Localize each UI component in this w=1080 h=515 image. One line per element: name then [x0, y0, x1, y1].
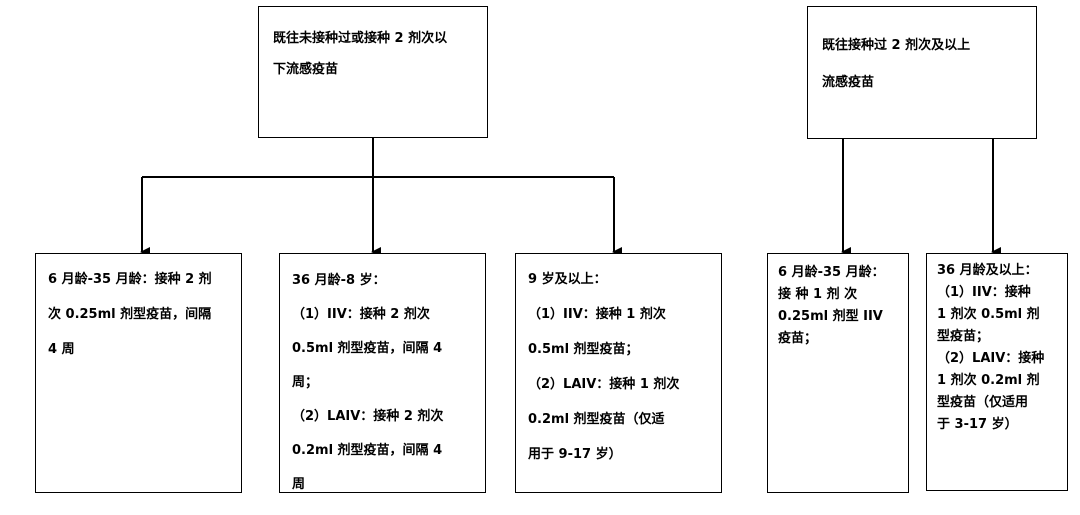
- box-text-line: 下流感疫苗: [273, 62, 339, 77]
- box-36-months-and-above: 36 月龄及以上： （1）IIV：接种 1 剂次 0.5ml 剂 型疫苗； （2…: [926, 253, 1068, 491]
- box-text-line: （2）LAIV：接种 2 剂次: [292, 409, 444, 424]
- box-text-line: 1 剂次 0.5ml 剂: [937, 307, 1040, 322]
- box-text-line: 1 剂次 0.2ml 剂: [937, 373, 1040, 388]
- box-text-line: 疫苗；: [778, 331, 818, 346]
- box-9-years-and-above: 9 岁及以上： （1）IIV：接种 1 剂次 0.5ml 剂型疫苗； （2）LA…: [515, 253, 722, 493]
- box-text-line: 9 岁及以上：: [528, 272, 607, 287]
- box-text-line: 0.2ml 剂型疫苗（仅适: [528, 412, 665, 427]
- box-text-line: （1）IIV：接种 1 剂次: [528, 307, 666, 322]
- box-no-prior-vaccination: 既往未接种过或接种 2 剂次以 下流感疫苗: [258, 6, 488, 138]
- box-text-line: （2）LAIV：接种: [937, 351, 1045, 366]
- box-text-line: 既往未接种过或接种 2 剂次以: [273, 31, 448, 46]
- box-text-line: 周；: [292, 375, 319, 390]
- box-text-line: 4 周: [48, 342, 75, 357]
- box-text-line: 0.25ml 剂型 IIV: [778, 309, 883, 324]
- box-text-line: （2）LAIV：接种 1 剂次: [528, 377, 680, 392]
- box-36-months-8-years: 36 月龄-8 岁： （1）IIV：接种 2 剂次 0.5ml 剂型疫苗，间隔 …: [279, 253, 486, 493]
- box-text-line: 6 月龄-35 月龄：接种 2 剂: [48, 272, 212, 287]
- box-text-line: 次 0.25ml 剂型疫苗，间隔: [48, 307, 212, 322]
- box-text-line: 接 种 1 剂 次: [778, 287, 858, 302]
- box-text-line: 型疫苗；: [937, 329, 990, 344]
- box-text-line: （1）IIV：接种 2 剂次: [292, 307, 430, 322]
- box-text-line: 36 月龄及以上：: [937, 263, 1038, 278]
- box-6-35-months-one-dose: 6 月龄-35 月龄： 接 种 1 剂 次 0.25ml 剂型 IIV 疫苗；: [767, 253, 909, 493]
- box-text-line: 周: [292, 477, 306, 492]
- box-text-line: 0.5ml 剂型疫苗，间隔 4: [292, 341, 443, 356]
- box-prior-vaccination: 既往接种过 2 剂次及以上 流感疫苗: [807, 6, 1037, 139]
- box-text-line: 于 3-17 岁）: [937, 417, 1018, 432]
- box-text-line: 36 月龄-8 岁：: [292, 273, 386, 288]
- box-text-line: 6 月龄-35 月龄：: [778, 265, 885, 280]
- box-text-line: 既往接种过 2 剂次及以上: [822, 38, 971, 53]
- box-6-35-months-two-doses: 6 月龄-35 月龄：接种 2 剂 次 0.25ml 剂型疫苗，间隔 4 周: [35, 253, 242, 493]
- box-text-line: 用于 9-17 岁）: [528, 447, 622, 462]
- box-text-line: 0.2ml 剂型疫苗，间隔 4: [292, 443, 443, 458]
- box-text-line: 流感疫苗: [822, 75, 875, 90]
- box-text-line: （1）IIV：接种: [937, 285, 1031, 300]
- box-text-line: 0.5ml 剂型疫苗；: [528, 342, 639, 357]
- box-text-line: 型疫苗（仅适用: [937, 395, 1029, 410]
